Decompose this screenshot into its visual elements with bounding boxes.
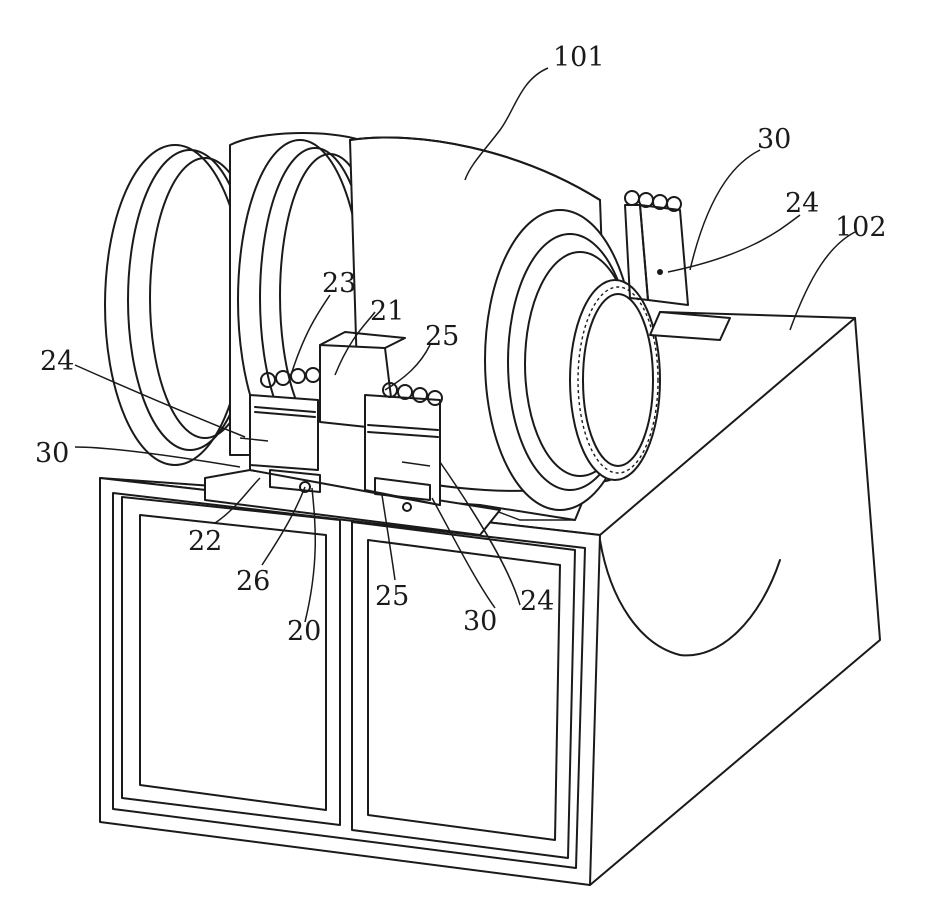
label-101: 101	[553, 42, 605, 73]
label-25-bottom: 25	[375, 581, 409, 612]
label-24-bottom-right: 24	[520, 586, 554, 617]
label-30-top-right: 30	[757, 124, 791, 155]
label-30-left: 30	[35, 438, 69, 469]
label-26: 26	[236, 566, 270, 597]
label-25-top: 25	[425, 321, 459, 352]
label-30-bottom-right: 30	[463, 606, 497, 637]
label-23: 23	[322, 268, 356, 299]
label-24-top-right: 24	[785, 188, 819, 219]
label-20: 20	[287, 616, 321, 647]
label-102: 102	[835, 212, 887, 243]
label-22: 22	[188, 526, 222, 557]
label-21: 21	[370, 296, 404, 327]
label-24-left: 24	[40, 346, 74, 377]
